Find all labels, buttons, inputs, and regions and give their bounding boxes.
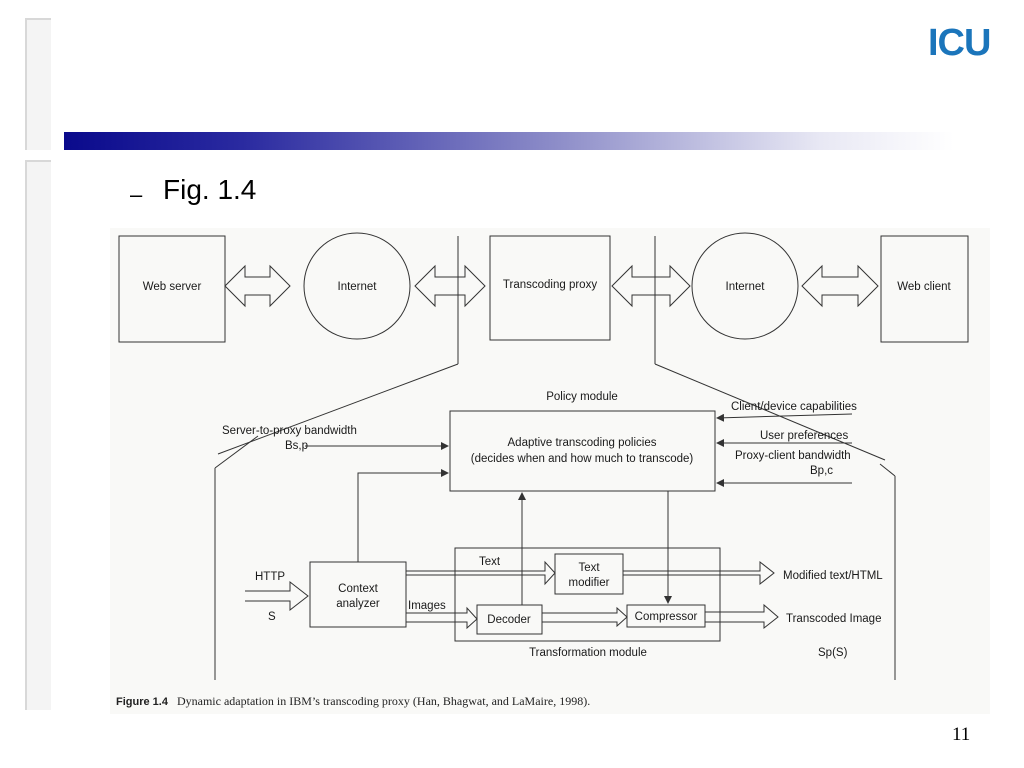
- server-bandwidth-symbol: Bs,p: [285, 440, 308, 452]
- transcoded-image-output-label: Transcoded Image: [786, 613, 881, 625]
- caption-label: Figure 1.4: [116, 696, 168, 708]
- bullet-dash: –: [130, 182, 143, 207]
- transformation-module-label: Transformation module: [529, 647, 647, 659]
- proxy-box: [489, 235, 611, 341]
- context-analyzer-line2: analyzer: [336, 598, 380, 610]
- compressor-box: [626, 604, 706, 628]
- decoder-label: Decoder: [487, 614, 531, 626]
- policy-box: [449, 410, 716, 492]
- figure-transcoding-diagram: Web server Internet Transcoding proxy In…: [110, 228, 990, 714]
- web-client-label: Web client: [897, 281, 951, 293]
- diagram-svg: Web server Internet Transcoding proxy In…: [118, 232, 969, 680]
- internet-left-label: Internet: [338, 281, 378, 293]
- sps-label: Sp(S): [818, 647, 848, 659]
- internet-right-circle: [691, 232, 799, 340]
- transcoding-proxy-label: Transcoding proxy: [503, 279, 597, 291]
- client-capabilities-label: Client/device capabilities: [731, 401, 857, 413]
- s-label: S: [268, 611, 276, 623]
- internet-right-label: Internet: [726, 281, 766, 293]
- icu-logo: ICU: [928, 22, 991, 64]
- policy-module-label: Policy module: [546, 391, 618, 403]
- slide-frame-bottom: [25, 160, 51, 710]
- text-modifier-line2: modifier: [569, 577, 610, 589]
- bullet-text: Fig. 1.4: [163, 174, 257, 205]
- double-arrow-3: [611, 264, 691, 308]
- caption-text: Dynamic adaptation in IBM’s transcoding …: [176, 694, 591, 708]
- figure-caption: Figure 1.4 Dynamic adaptation in IBM’s t…: [116, 694, 590, 709]
- client-bandwidth-label: Proxy-client bandwidth: [735, 450, 851, 462]
- context-analyzer-line1: Context: [338, 583, 378, 595]
- policy-box-line2: (decides when and how much to transcode): [471, 453, 694, 465]
- text-modifier-line1: Text: [578, 562, 600, 574]
- title-gradient-bar: [64, 132, 954, 150]
- slide-frame-top: [25, 18, 51, 150]
- text-modifier-box: [554, 553, 624, 595]
- context-analyzer-box: [309, 561, 407, 628]
- images-flow-label: Images: [408, 600, 446, 612]
- http-label: HTTP: [255, 571, 285, 583]
- transformation-module-frame: [454, 547, 721, 642]
- compressor-label: Compressor: [635, 611, 698, 623]
- double-arrow-4: [801, 264, 879, 308]
- modified-text-output-label: Modified text/HTML: [783, 570, 883, 582]
- internet-left-circle: [303, 232, 411, 340]
- page-number: 11: [952, 724, 971, 745]
- policy-box-line1: Adaptive transcoding policies: [508, 437, 657, 449]
- double-arrow-2: [414, 264, 486, 308]
- text-flow-label: Text: [479, 556, 501, 568]
- client-bandwidth-symbol: Bp,c: [810, 465, 833, 477]
- user-preferences-label: User preferences: [760, 430, 848, 442]
- web-server-box: [118, 235, 226, 343]
- server-bandwidth-label: Server-to-proxy bandwidth: [222, 425, 357, 437]
- double-arrow-1: [224, 264, 291, 308]
- web-client-box: [880, 235, 969, 343]
- web-server-label: Web server: [143, 281, 202, 293]
